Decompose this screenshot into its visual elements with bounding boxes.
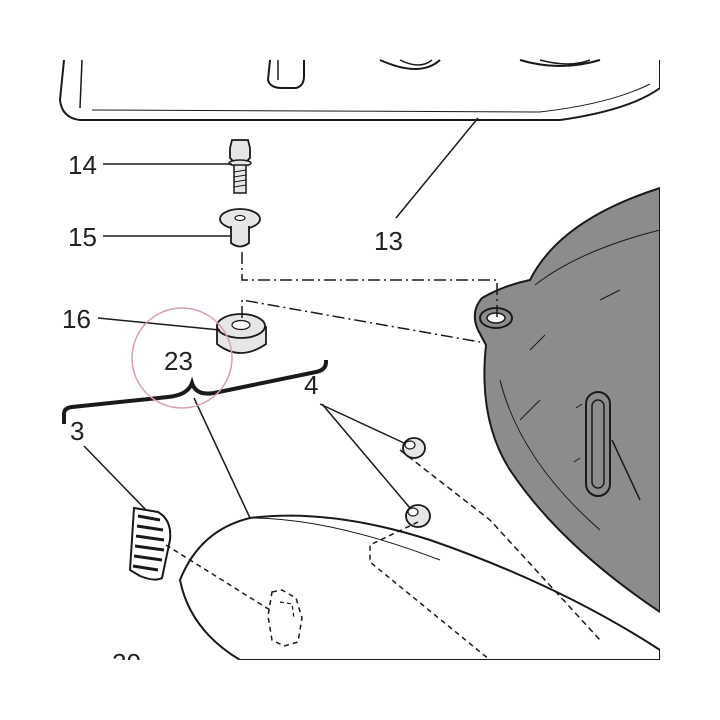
dashed-mount-location bbox=[267, 589, 303, 647]
bottom-crop-mask bbox=[0, 660, 720, 720]
callout-23: 23 bbox=[164, 346, 193, 376]
frame-body-shaded bbox=[473, 186, 661, 614]
part-23-group-brace bbox=[62, 360, 328, 424]
callout-14: 14 bbox=[68, 150, 97, 180]
part-15-collar bbox=[219, 208, 261, 248]
highlight-circle bbox=[131, 307, 233, 409]
callout-13: 13 bbox=[374, 226, 403, 256]
part-4-damper-lower bbox=[405, 504, 431, 528]
leader-lines bbox=[83, 117, 479, 519]
part-14-bolt bbox=[228, 139, 252, 194]
callout-4: 4 bbox=[304, 370, 318, 400]
part-3-pad bbox=[128, 506, 172, 581]
part-16-grommet bbox=[216, 313, 267, 354]
callout-16: 16 bbox=[62, 304, 91, 334]
part-4-damper-upper bbox=[402, 437, 426, 459]
callout-15: 15 bbox=[68, 222, 97, 252]
right-crop-mask bbox=[660, 0, 720, 720]
callout-3: 3 bbox=[70, 416, 84, 446]
lower-cover-panel bbox=[178, 514, 661, 661]
assembly-guide-lines bbox=[165, 252, 601, 661]
part-13-cover-panel bbox=[58, 59, 661, 121]
